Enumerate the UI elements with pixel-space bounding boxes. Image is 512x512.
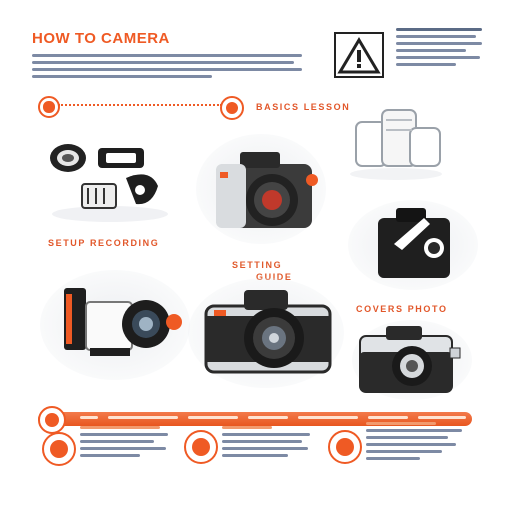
step-badge-icon [38,406,66,434]
step-text [80,426,170,457]
lens-icon [56,282,188,366]
side-notes [396,28,484,66]
step-badge-icon [184,430,218,464]
section-label: SETTING [232,260,283,270]
connector-line [58,104,222,106]
intro-text [32,54,302,78]
accessories-illustration [40,128,170,224]
camera-icon [204,286,332,374]
camera-icon [372,204,456,284]
step-badge-icon [42,432,76,466]
section-label: SETUP RECORDING [48,238,160,248]
section-label: BASICS LESSON [256,102,351,112]
banner-bar [38,412,472,426]
section-label: GUIDE [256,272,293,282]
banner-text [80,416,466,419]
step-badge-icon [220,96,244,120]
lens-icon [346,102,446,182]
section-label: COVERS PHOTO [356,304,448,314]
step-badge-icon [38,96,60,118]
camera-icon [212,146,324,234]
step-badge-icon [328,430,362,464]
camera-icon [358,322,462,394]
step-text [366,422,466,460]
warning-icon [334,32,384,78]
step-text [222,426,312,457]
page-title: HOW TO CAMERA [32,30,170,47]
